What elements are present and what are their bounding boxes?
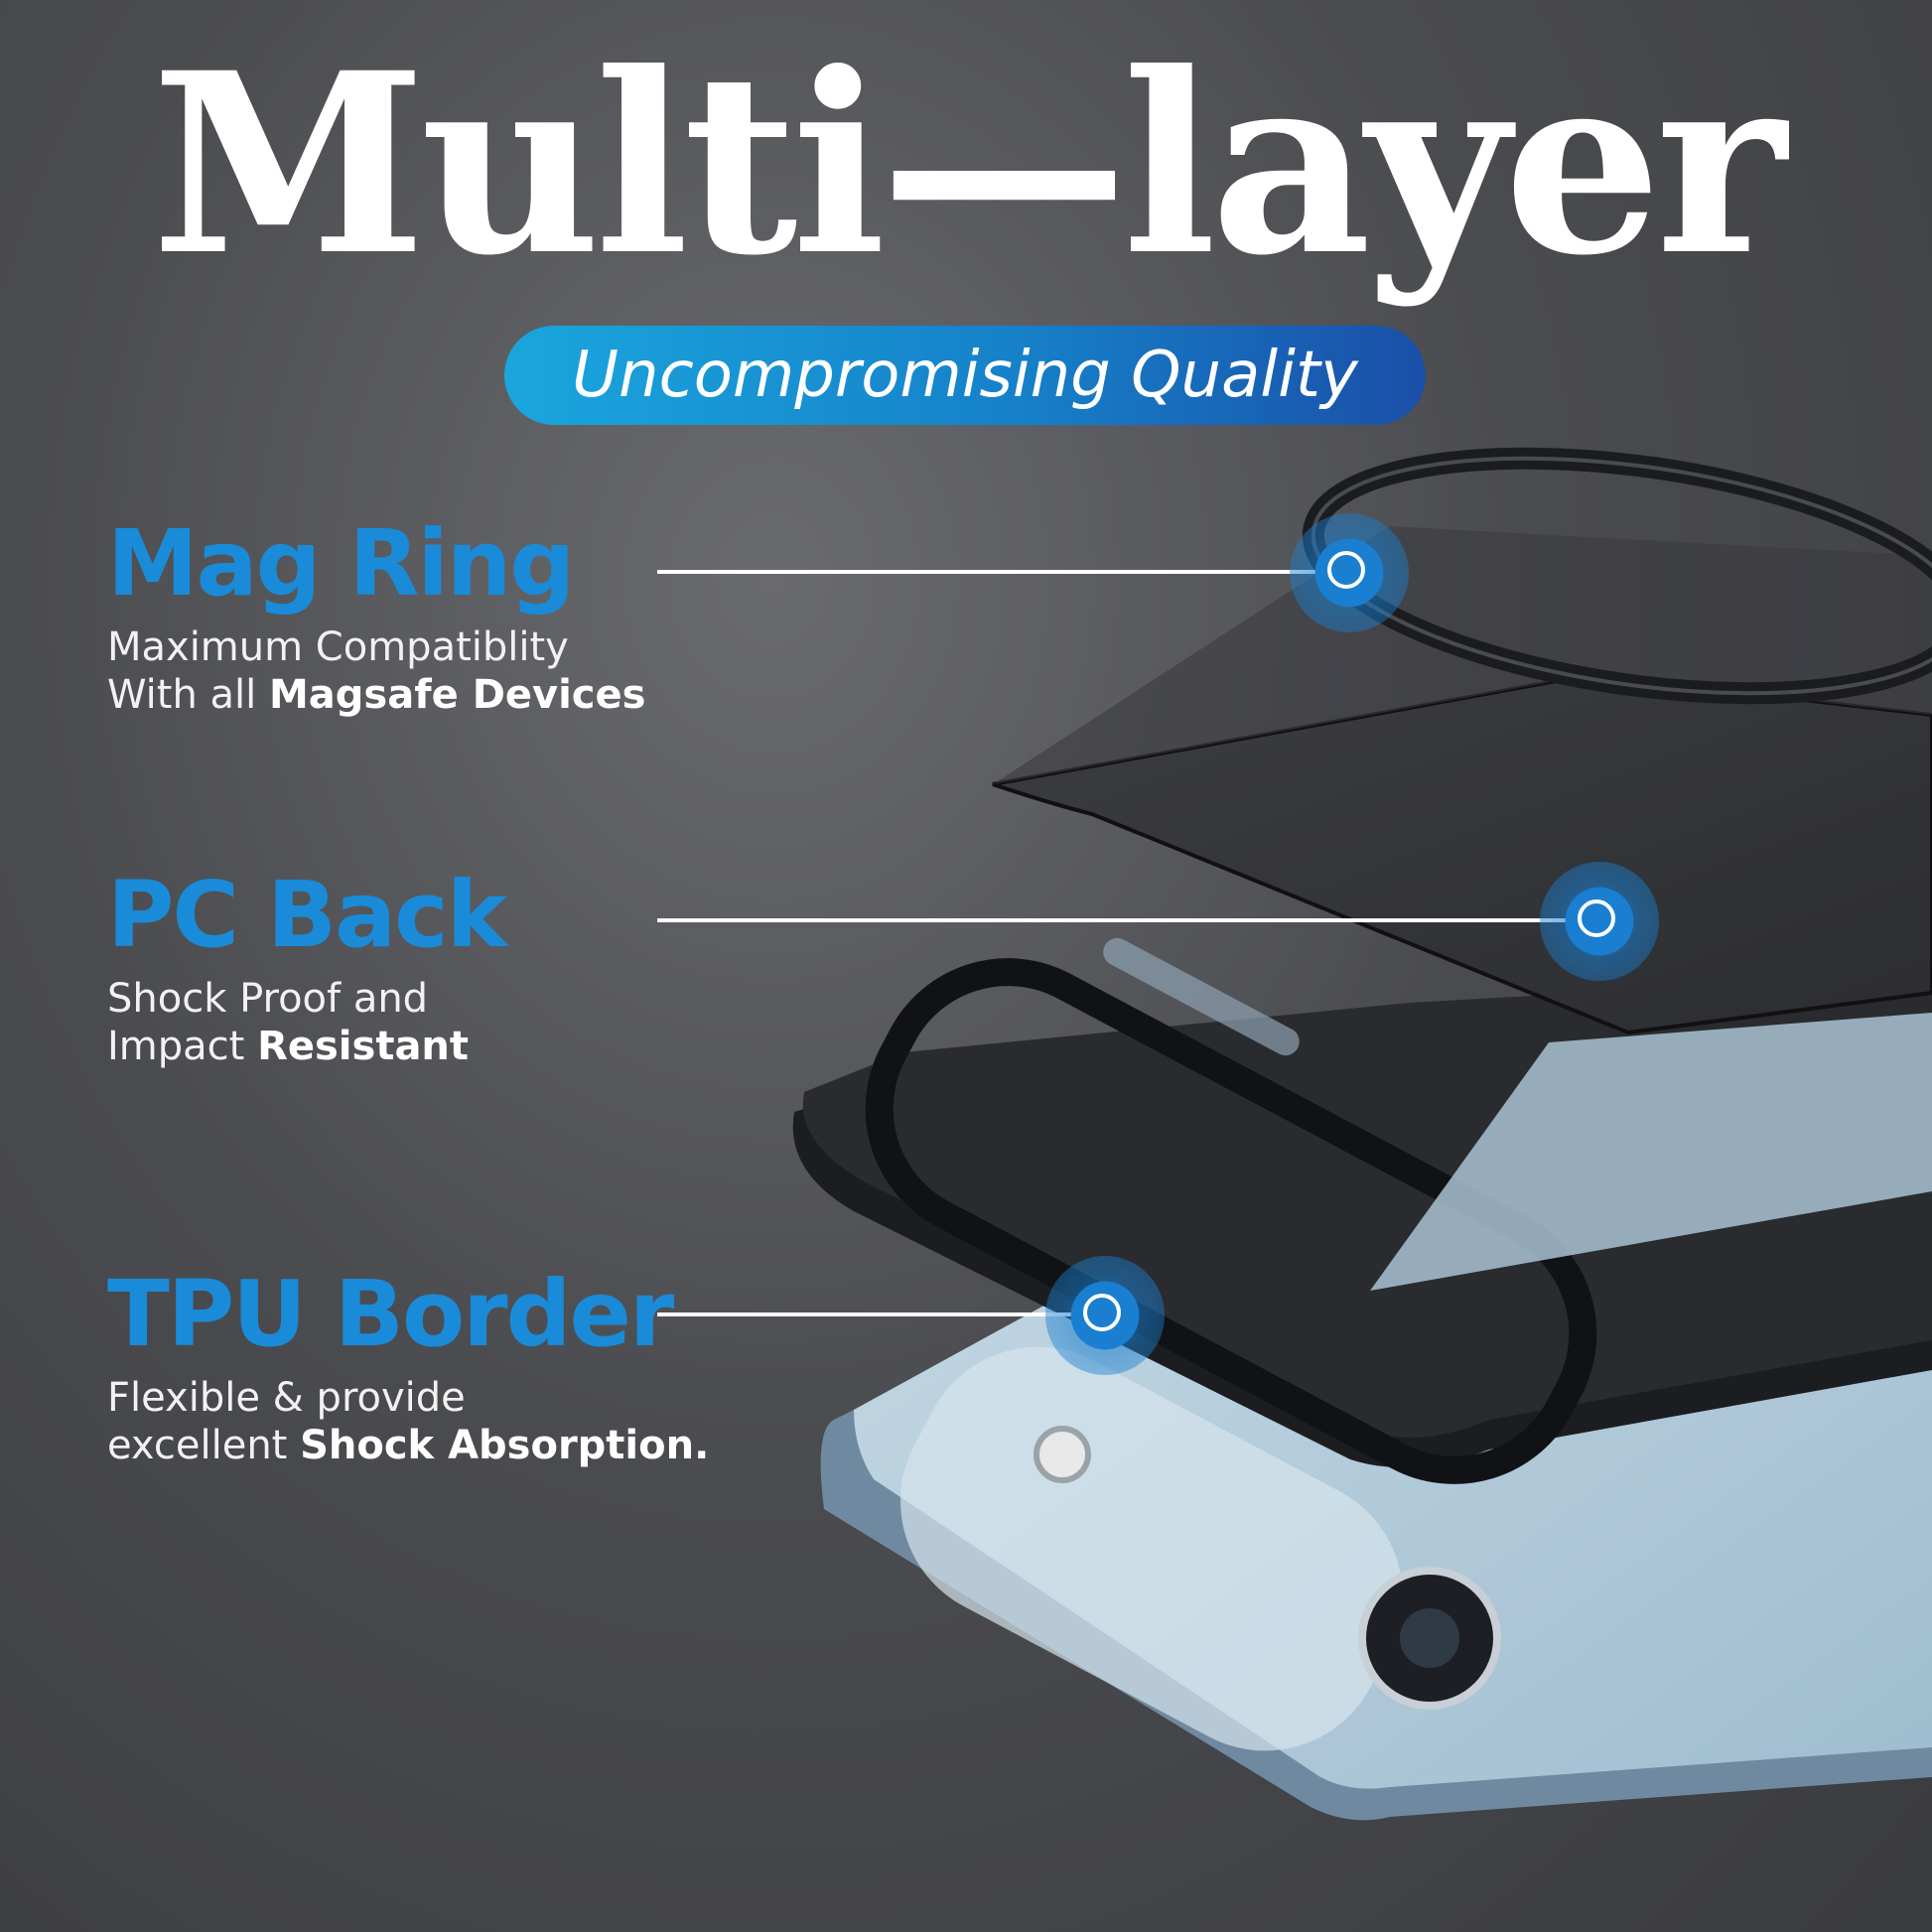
feature-mag-ring: Mag Ring Maximum Compatiblity With all M… — [107, 518, 645, 719]
feature-desc-line1: Shock Proof and — [107, 976, 429, 1022]
tpu-border-leader-line — [657, 1312, 1114, 1316]
mag-ring-leader-line — [657, 570, 1352, 574]
feature-desc-plain: excellent — [107, 1423, 301, 1468]
tpu-camera-cutout — [865, 958, 1597, 1484]
feature-desc-bold: Shock Absorption. — [300, 1423, 710, 1468]
pc-back-marker-icon — [1540, 862, 1659, 981]
feature-title: PC Back — [107, 862, 507, 968]
feature-title: Mag Ring — [107, 510, 575, 617]
feature-title: TPU Border — [107, 1261, 674, 1367]
tagline-text: Uncompromising Quality — [572, 339, 1358, 412]
feature-desc-bold: Magsafe Devices — [269, 672, 646, 718]
tpu-border-marker-icon — [1045, 1256, 1165, 1375]
flash — [1034, 1426, 1091, 1483]
mag-ring-marker-icon — [1290, 513, 1409, 632]
feature-desc-bold: Resistant — [257, 1024, 470, 1069]
feature-desc-plain: Impact — [107, 1024, 258, 1069]
headline: Multi—layer — [151, 18, 1787, 310]
pc-back-plate — [992, 672, 1932, 1035]
feature-desc-line1: Flexible & provide — [107, 1375, 466, 1421]
camera-bump — [899, 1346, 1404, 1751]
feature-description: Shock Proof and Impact Resistant — [107, 975, 505, 1070]
feature-description: Flexible & provide excellent Shock Absor… — [107, 1374, 709, 1469]
feature-description: Maximum Compatiblity With all Magsafe De… — [107, 623, 645, 719]
feature-desc-plain: With all — [107, 672, 269, 718]
tagline-pill: Uncompromising Quality — [504, 326, 1426, 425]
feature-tpu-border: TPU Border Flexible & provide excellent … — [107, 1269, 709, 1469]
feature-desc-line1: Maximum Compatiblity — [107, 624, 569, 670]
feature-pc-back: PC Back Shock Proof and Impact Resistant — [107, 862, 507, 1070]
pc-back-leader-line — [657, 918, 1600, 922]
